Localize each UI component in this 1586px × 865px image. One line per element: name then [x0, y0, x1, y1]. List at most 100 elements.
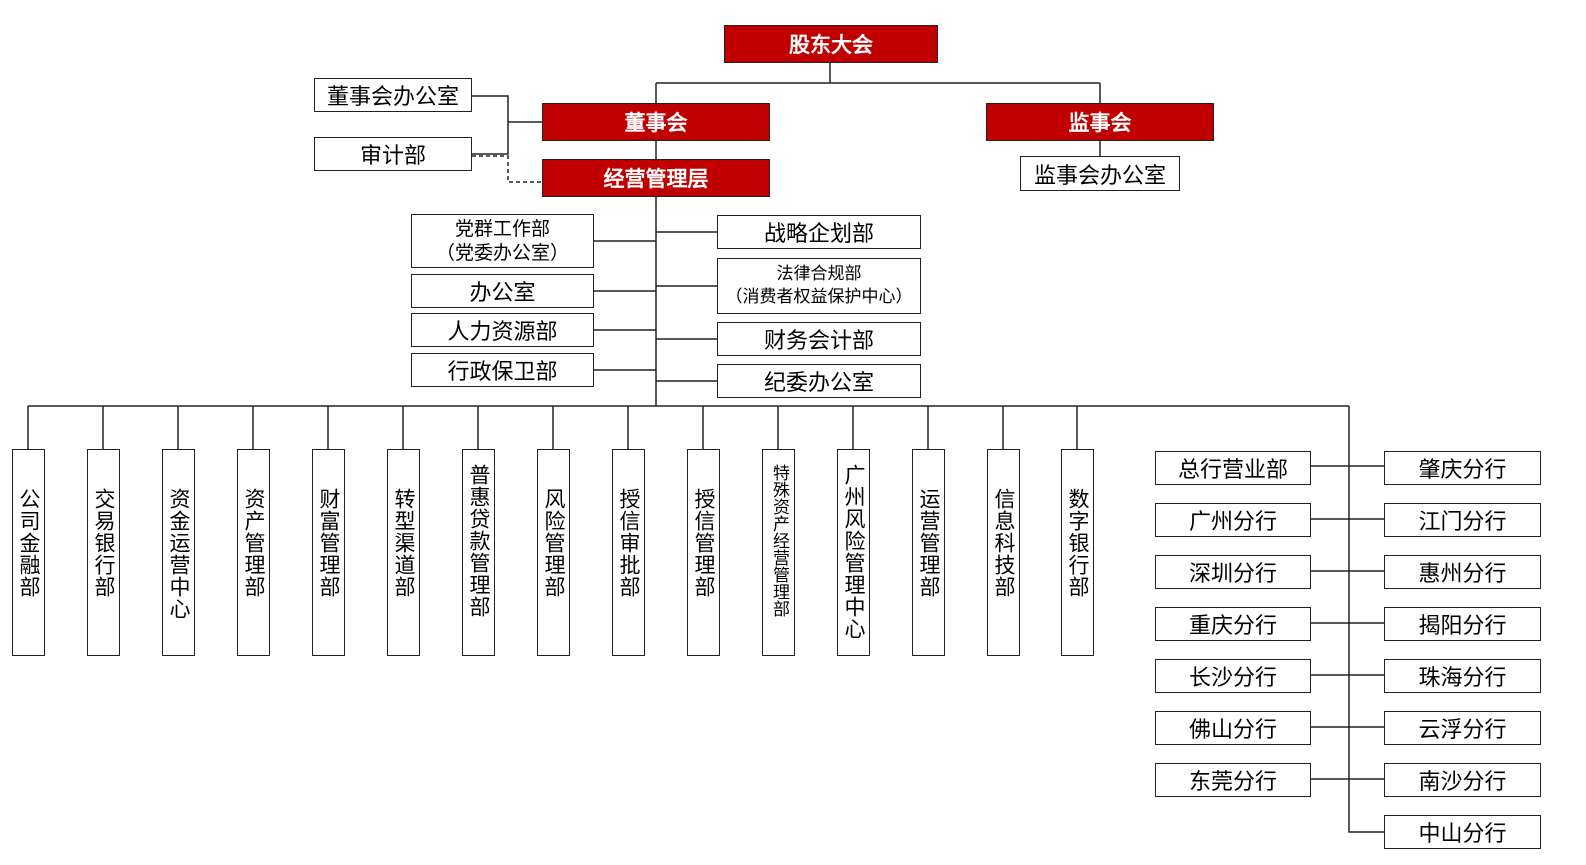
branch-right-2: 惠州分行	[1384, 555, 1541, 589]
branch-right-3-label: 揭阳分行	[1418, 614, 1507, 639]
branch-right-2-label: 惠州分行	[1418, 562, 1507, 587]
branch-right-4-label: 珠海分行	[1418, 666, 1507, 691]
branch-left-3-label: 重庆分行	[1188, 614, 1277, 639]
branch-right-5: 云浮分行	[1384, 711, 1541, 745]
vertical-dept-11-label: 广州风险管理中心	[842, 464, 866, 640]
right-dept-3: 纪委办公室	[717, 364, 921, 398]
branch-left-5: 佛山分行	[1155, 711, 1311, 745]
vertical-dept-8-label: 授信审批部	[617, 488, 641, 598]
vertical-dept-6-label: 普惠贷款管理部	[467, 464, 491, 618]
vertical-dept-12-label: 运营管理部	[917, 488, 941, 598]
right-dept-2: 财务会计部	[717, 322, 921, 356]
right-dept-2-label: 财务会计部	[763, 329, 874, 354]
branch-right-0: 肇庆分行	[1384, 451, 1541, 485]
link-audit-management	[472, 155, 542, 183]
left-dept-2-label: 人力资源部	[447, 320, 558, 345]
branch-right-6-label: 南沙分行	[1418, 770, 1507, 795]
branch-right-0-label: 肇庆分行	[1418, 458, 1507, 483]
left-dept-2: 人力资源部	[411, 313, 594, 347]
vertical-dept-12: 运营管理部	[912, 449, 945, 656]
vertical-dept-5: 转型渠道部	[387, 449, 420, 656]
link-vertical-depts	[27, 406, 1078, 449]
link-board-office	[472, 95, 542, 155]
audit-box: 审计部	[314, 137, 472, 171]
vertical-dept-1-label: 交易银行部	[92, 488, 116, 598]
vertical-dept-1: 交易银行部	[87, 449, 120, 656]
branch-right-1-label: 江门分行	[1418, 510, 1507, 535]
vertical-dept-13-label: 信息科技部	[992, 488, 1016, 598]
supervisors-office-label: 监事会办公室	[1033, 163, 1166, 189]
right-dept-1: 法律合规部 （消费者权益保护中心）	[717, 258, 921, 314]
management-box: 经营管理层	[542, 159, 770, 197]
branch-left-2: 深圳分行	[1155, 555, 1311, 589]
vertical-dept-8: 授信审批部	[612, 449, 645, 656]
branch-spine	[1348, 406, 1384, 833]
vertical-dept-5-label: 转型渠道部	[392, 488, 416, 598]
vertical-dept-13: 信息科技部	[987, 449, 1020, 656]
left-dept-1-label: 办公室	[469, 281, 536, 306]
right-dept-1-line1: 法律合规部	[776, 264, 862, 284]
left-dept-0: 党群工作部 （党委办公室）	[411, 214, 594, 268]
link-branches	[1311, 465, 1384, 780]
branch-left-1-label: 广州分行	[1188, 510, 1277, 535]
branch-left-3: 重庆分行	[1155, 607, 1311, 641]
left-dept-3-label: 行政保卫部	[447, 360, 558, 385]
branch-left-6: 东莞分行	[1155, 763, 1311, 797]
vertical-dept-10: 特殊资产经营管理部	[762, 449, 795, 656]
branch-left-6-label: 东莞分行	[1188, 770, 1277, 795]
branch-right-6: 南沙分行	[1384, 763, 1541, 797]
link-right-depts	[656, 231, 717, 382]
left-dept-0-line1: 党群工作部	[454, 218, 550, 240]
vertical-dept-2-label: 资金运营中心	[167, 488, 191, 620]
link-left-depts	[594, 240, 656, 371]
branch-right-4: 珠海分行	[1384, 659, 1541, 693]
vertical-dept-14-label: 数字银行部	[1066, 488, 1090, 598]
branch-right-7: 中山分行	[1384, 815, 1541, 849]
board-label: 董事会	[624, 111, 688, 135]
audit-label: 审计部	[359, 144, 426, 169]
vertical-dept-7-label: 风险管理部	[542, 488, 566, 598]
right-dept-0: 战略企划部	[717, 215, 921, 249]
vertical-dept-2: 资金运营中心	[162, 449, 195, 656]
right-dept-3-label: 纪委办公室	[763, 371, 874, 396]
right-dept-1-line2: （消费者权益保护中心）	[725, 287, 913, 307]
management-label: 经营管理层	[603, 167, 709, 191]
branch-left-1: 广州分行	[1155, 503, 1311, 537]
vertical-dept-0-label: 公司金融部	[17, 488, 41, 598]
branch-left-4: 长沙分行	[1155, 659, 1311, 693]
vertical-dept-3-label: 资产管理部	[242, 488, 266, 598]
vertical-dept-11: 广州风险管理中心	[837, 449, 870, 656]
branch-left-0: 总行营业部	[1155, 451, 1311, 485]
shareholders-label: 股东大会	[789, 33, 873, 57]
vertical-dept-6: 普惠贷款管理部	[462, 449, 495, 656]
branch-left-0-label: 总行营业部	[1177, 458, 1288, 483]
vertical-dept-9: 授信管理部	[687, 449, 720, 656]
branch-right-5-label: 云浮分行	[1418, 718, 1507, 743]
vertical-dept-0: 公司金融部	[12, 449, 45, 656]
vertical-dept-3: 资产管理部	[237, 449, 270, 656]
vertical-dept-7: 风险管理部	[537, 449, 570, 656]
left-dept-3: 行政保卫部	[411, 353, 594, 387]
branch-right-1: 江门分行	[1384, 503, 1541, 537]
vertical-dept-4: 财富管理部	[312, 449, 345, 656]
branch-left-4-label: 长沙分行	[1188, 666, 1277, 691]
board-office-label: 董事会办公室	[326, 85, 459, 110]
branch-left-2-label: 深圳分行	[1188, 562, 1277, 587]
board-box: 董事会	[542, 103, 770, 141]
link-shareholders	[655, 63, 1101, 103]
right-dept-0-label: 战略企划部	[763, 222, 874, 247]
vertical-dept-14: 数字银行部	[1061, 449, 1094, 656]
branch-right-7-label: 中山分行	[1418, 822, 1507, 847]
supervisors-box: 监事会	[986, 103, 1214, 141]
left-dept-0-line2: （党委办公室）	[435, 242, 569, 264]
board-office-box: 董事会办公室	[314, 78, 472, 112]
left-dept-1: 办公室	[411, 274, 594, 308]
vertical-dept-4-label: 财富管理部	[317, 488, 341, 598]
shareholders-box: 股东大会	[724, 25, 938, 63]
vertical-dept-9-label: 授信管理部	[692, 488, 716, 598]
branch-right-3: 揭阳分行	[1384, 607, 1541, 641]
supervisors-label: 监事会	[1068, 111, 1132, 135]
vertical-dept-10-label: 特殊资产经营管理部	[769, 464, 789, 617]
